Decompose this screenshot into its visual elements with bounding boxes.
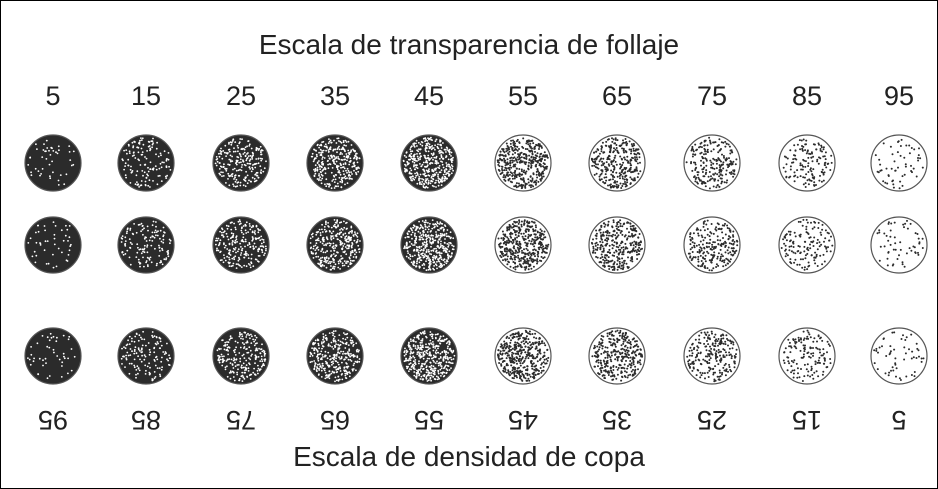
foliage-circle-row3-col4: [306, 327, 364, 385]
foliage-circle-row1-col10: [870, 134, 928, 192]
bottom-label-35: 35: [601, 405, 633, 435]
foliage-circle-row2-col3: [212, 216, 270, 274]
transparency-scale-title: Escala de transparencia de follaje: [258, 29, 680, 60]
foliage-circle-row1-col7: [588, 134, 646, 192]
foliage-circle-row3-col2: [117, 327, 175, 385]
top-label-15: 15: [130, 81, 162, 111]
top-label-45: 45: [413, 81, 445, 111]
foliage-circle-row2-col6: [494, 216, 552, 274]
bottom-label-5: 5: [891, 405, 907, 435]
foliage-circle-row2-col10: [870, 216, 928, 274]
bottom-label-85: 85: [130, 405, 162, 435]
foliage-circle-row2-col9: [778, 216, 836, 274]
foliage-circle-row3-col1: [24, 327, 82, 385]
foliage-circle-row3-col7: [588, 327, 646, 385]
foliage-circle-row2-col4: [306, 216, 364, 274]
foliage-circle-row1-col5: [400, 134, 458, 192]
foliage-circle-row1-col4: [306, 134, 364, 192]
top-label-35: 35: [319, 81, 351, 111]
foliage-circle-row1-col9: [778, 134, 836, 192]
foliage-circle-row1-col3: [212, 134, 270, 192]
foliage-circle-row1-col2: [117, 134, 175, 192]
foliage-circle-row3-col3: [212, 327, 270, 385]
foliage-circle-row3-col6: [494, 327, 552, 385]
bottom-label-65: 65: [319, 405, 351, 435]
foliage-circle-row2-col5: [400, 216, 458, 274]
bottom-label-75: 75: [225, 405, 257, 435]
foliage-circle-row2-col2: [117, 216, 175, 274]
foliage-circle-row2-col1: [24, 216, 82, 274]
top-label-25: 25: [225, 81, 257, 111]
foliage-circle-row1-col8: [683, 134, 741, 192]
top-label-65: 65: [601, 81, 633, 111]
bottom-label-95: 95: [37, 405, 69, 435]
foliage-circle-row3-col5: [400, 327, 458, 385]
bottom-label-45: 45: [507, 405, 539, 435]
bottom-label-25: 25: [696, 405, 728, 435]
foliage-circle-row3-col10: [870, 327, 928, 385]
foliage-circle-row1-col1: [24, 134, 82, 192]
bottom-label-15: 15: [791, 405, 823, 435]
density-scale-title: Escala de densidad de copa: [293, 441, 645, 472]
foliage-circle-row3-col8: [683, 327, 741, 385]
foliage-circle-row2-col8: [683, 216, 741, 274]
top-label-95: 95: [883, 81, 915, 111]
foliage-circle-row3-col9: [778, 327, 836, 385]
top-label-75: 75: [696, 81, 728, 111]
foliage-circle-row1-col6: [494, 134, 552, 192]
foliage-circle-row2-col7: [588, 216, 646, 274]
top-label-85: 85: [791, 81, 823, 111]
bottom-label-55: 55: [413, 405, 445, 435]
top-label-55: 55: [507, 81, 539, 111]
top-label-5: 5: [45, 81, 61, 111]
